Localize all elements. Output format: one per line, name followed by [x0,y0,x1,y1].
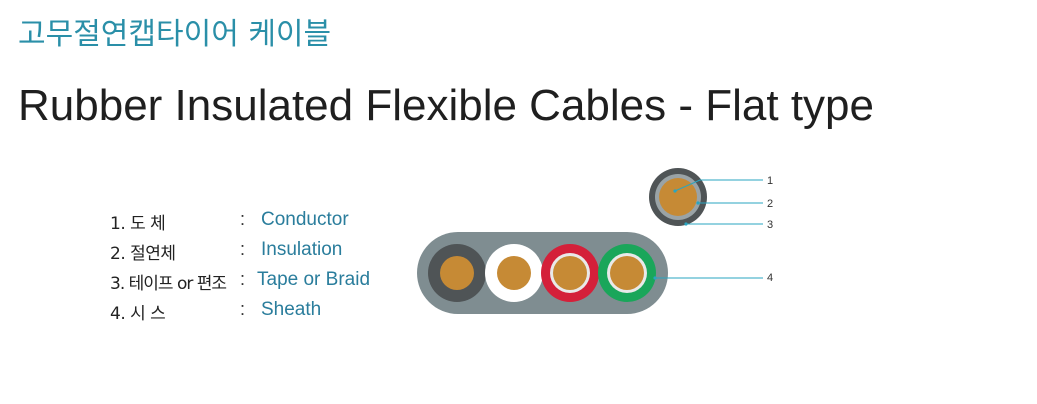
legend-label-korean: 3. 테이프 or 편조 [110,274,227,294]
conductor [440,256,474,290]
flat-cable-section [417,232,668,314]
page-title-english: Rubber Insulated Flexible Cables - Flat … [18,81,874,130]
core-3 [541,244,599,302]
conductor [497,256,531,290]
leader-dot [653,276,657,280]
legend-separator: : [240,239,246,259]
single-core-section [649,168,707,226]
leader-dots [653,189,700,280]
conductor [553,256,587,290]
conductor [659,178,697,216]
legend-label-korean: 1. 도 체 [110,214,166,234]
callout-number-4: 4 [767,272,773,284]
legend-label-english: Insulation [261,239,343,260]
legend-label-english: Tape or Braid [257,269,371,290]
callout-number-1: 1 [767,175,773,187]
conductor [610,256,644,290]
leader-dot [673,189,677,193]
legend-label-english: Conductor [261,209,349,230]
legend-label-korean: 2. 절연체 [110,244,176,264]
legend-separator: : [240,269,246,289]
core-2 [485,244,543,302]
leader-dot [696,201,700,205]
leader-dot [684,222,688,226]
callout-number-3: 3 [767,219,773,231]
legend-separator: : [240,209,246,229]
callout-number-2: 2 [767,198,773,210]
legend-label-korean: 4. 시 스 [110,304,166,324]
core-1 [428,244,486,302]
leader-lines [655,179,763,279]
legend-separator: : [240,299,246,319]
leader-line-1 [674,179,763,192]
core-4 [598,244,656,302]
legend-label-english: Sheath [261,299,322,320]
page-title-korean: 고무절연캡타이어 케이블 [18,17,332,52]
